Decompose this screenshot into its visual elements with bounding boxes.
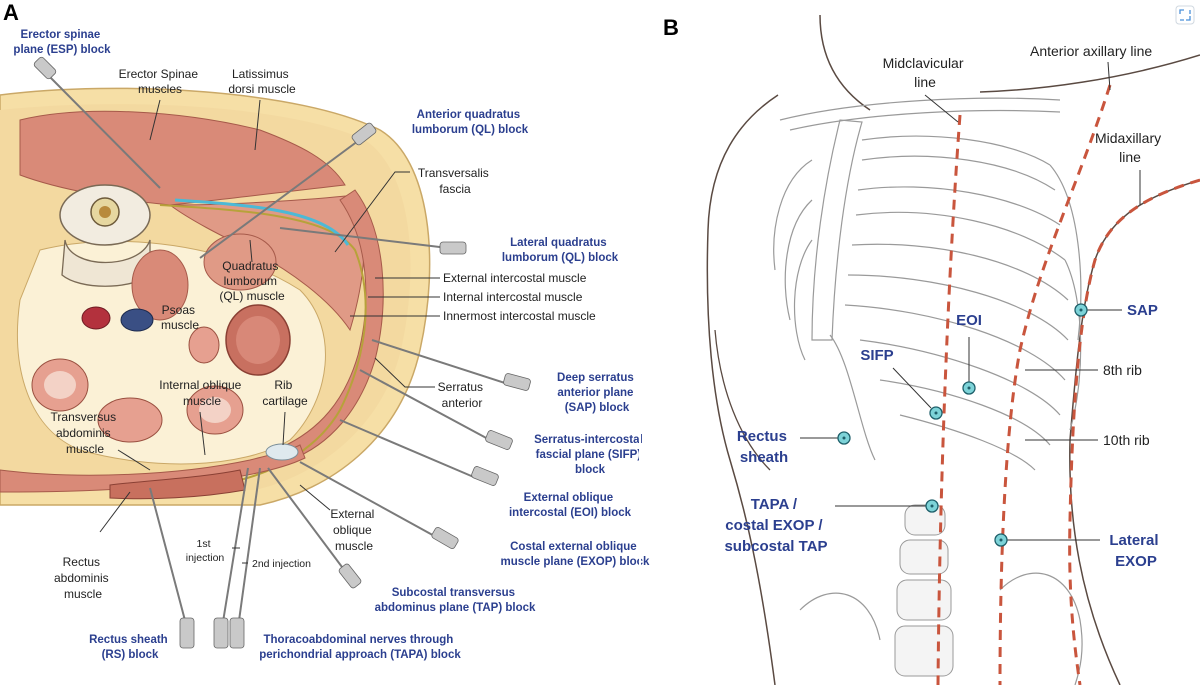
point-tapa: TAPA / costal EXOP / subcostal TAP — [724, 496, 939, 555]
label-internal-intercostal: Internal intercostal muscle — [443, 290, 583, 304]
label-quadratus-lumborum: Quadratus lumborum (QL) muscle — [219, 259, 285, 303]
block-label-exop: Costal external oblique muscle plane (EX… — [501, 541, 651, 568]
needle-lql — [279, 227, 467, 255]
label-external-oblique: External oblique muscle — [330, 507, 377, 553]
label-transversalis: Transversalis fascia — [418, 166, 492, 196]
needle-eoi — [339, 419, 499, 486]
label-innermost-intercostal: Innermost intercostal muscle — [443, 309, 596, 323]
needle-tap — [267, 467, 362, 589]
block-label-aql: Anterior quadratus lumborum (QL) block — [412, 109, 529, 136]
label-tapa: TAPA / costal EXOP / subcostal TAP — [724, 496, 827, 555]
panel-a-letter: A — [3, 0, 19, 25]
midclavicular-line — [936, 114, 962, 685]
needle-aql — [199, 122, 377, 259]
label-rectus-abdominis: Rectus abdominis muscle — [54, 555, 112, 601]
needle-esp — [33, 56, 161, 189]
expand-icon[interactable] — [1175, 5, 1195, 25]
label-latissimus: Latissimus dorsi muscle — [228, 67, 296, 96]
point-rectus-sheath: Rectus sheath — [737, 428, 851, 466]
point-lateral-exop: Lateral EXOP — [994, 532, 1162, 570]
block-label-tap: Subcostal transversus abdominus plane (T… — [375, 587, 536, 614]
label-rib-cartilage: Rib cartilage — [262, 378, 308, 408]
point-eoi: EOI — [956, 312, 982, 395]
needle-rs — [149, 487, 195, 649]
label-midclavicular: Midclavicular line — [883, 55, 968, 90]
rib-cage-illustration — [773, 97, 1083, 685]
panel-b: B — [663, 14, 1200, 685]
anatomy-leaders — [99, 99, 440, 564]
label-rectus-sheath: Rectus sheath — [737, 428, 791, 466]
label-erector-spinae: Erector Spinae muscles — [119, 67, 202, 96]
label-serratus-anterior: Serratus anterior — [438, 380, 487, 410]
label-second-injection: 2nd injection — [252, 558, 311, 570]
label-lateral-exop: Lateral EXOP — [1109, 532, 1162, 570]
block-label-lql: Lateral quadratus lumborum (QL) block — [502, 237, 619, 264]
label-first-injection: 1st injection — [186, 538, 225, 564]
block-label-tapa: Thoracoabdominal nerves through perichon… — [259, 634, 461, 661]
label-sap: SAP — [1127, 302, 1158, 319]
panel-a: A — [0, 0, 650, 661]
label-transversus-abdominis: Transversus abdominis muscle — [51, 410, 120, 456]
point-sifp: SIFP — [860, 347, 943, 420]
block-label-eoi: External oblique intercostal (EOI) block — [509, 492, 632, 519]
label-psoas: Psoas muscle — [161, 303, 199, 332]
needle-sifp — [359, 369, 513, 450]
block-label-sifp: Serratus-intercostal fascial plane (SIFP… — [534, 434, 646, 476]
label-sifp: SIFP — [860, 347, 893, 364]
label-eoi: EOI — [956, 312, 982, 329]
block-label-dsap: Deep serratus anterior plane (SAP) block — [557, 372, 637, 414]
needle-exop — [299, 461, 459, 549]
needle-dsap — [371, 339, 531, 391]
cross-section-illustration — [0, 87, 431, 506]
label-internal-oblique: Internal oblique muscle — [159, 378, 244, 408]
label-anterior-axillary: Anterior axillary line — [1030, 43, 1152, 59]
label-8th-rib: 8th rib — [1103, 362, 1142, 378]
panel-b-letter: B — [663, 15, 679, 40]
block-label-esp: Erector spinae plane (ESP) block — [13, 29, 111, 56]
point-sap: SAP — [1074, 302, 1158, 319]
anterior-axillary-line — [998, 84, 1112, 685]
block-label-rs: Rectus sheath (RS) block — [89, 634, 171, 661]
label-10th-rib: 10th rib — [1103, 432, 1150, 448]
label-external-intercostal: External intercostal muscle — [443, 271, 587, 285]
torso-outline — [706, 14, 1200, 685]
label-midaxillary: Midaxillary line — [1095, 130, 1165, 165]
